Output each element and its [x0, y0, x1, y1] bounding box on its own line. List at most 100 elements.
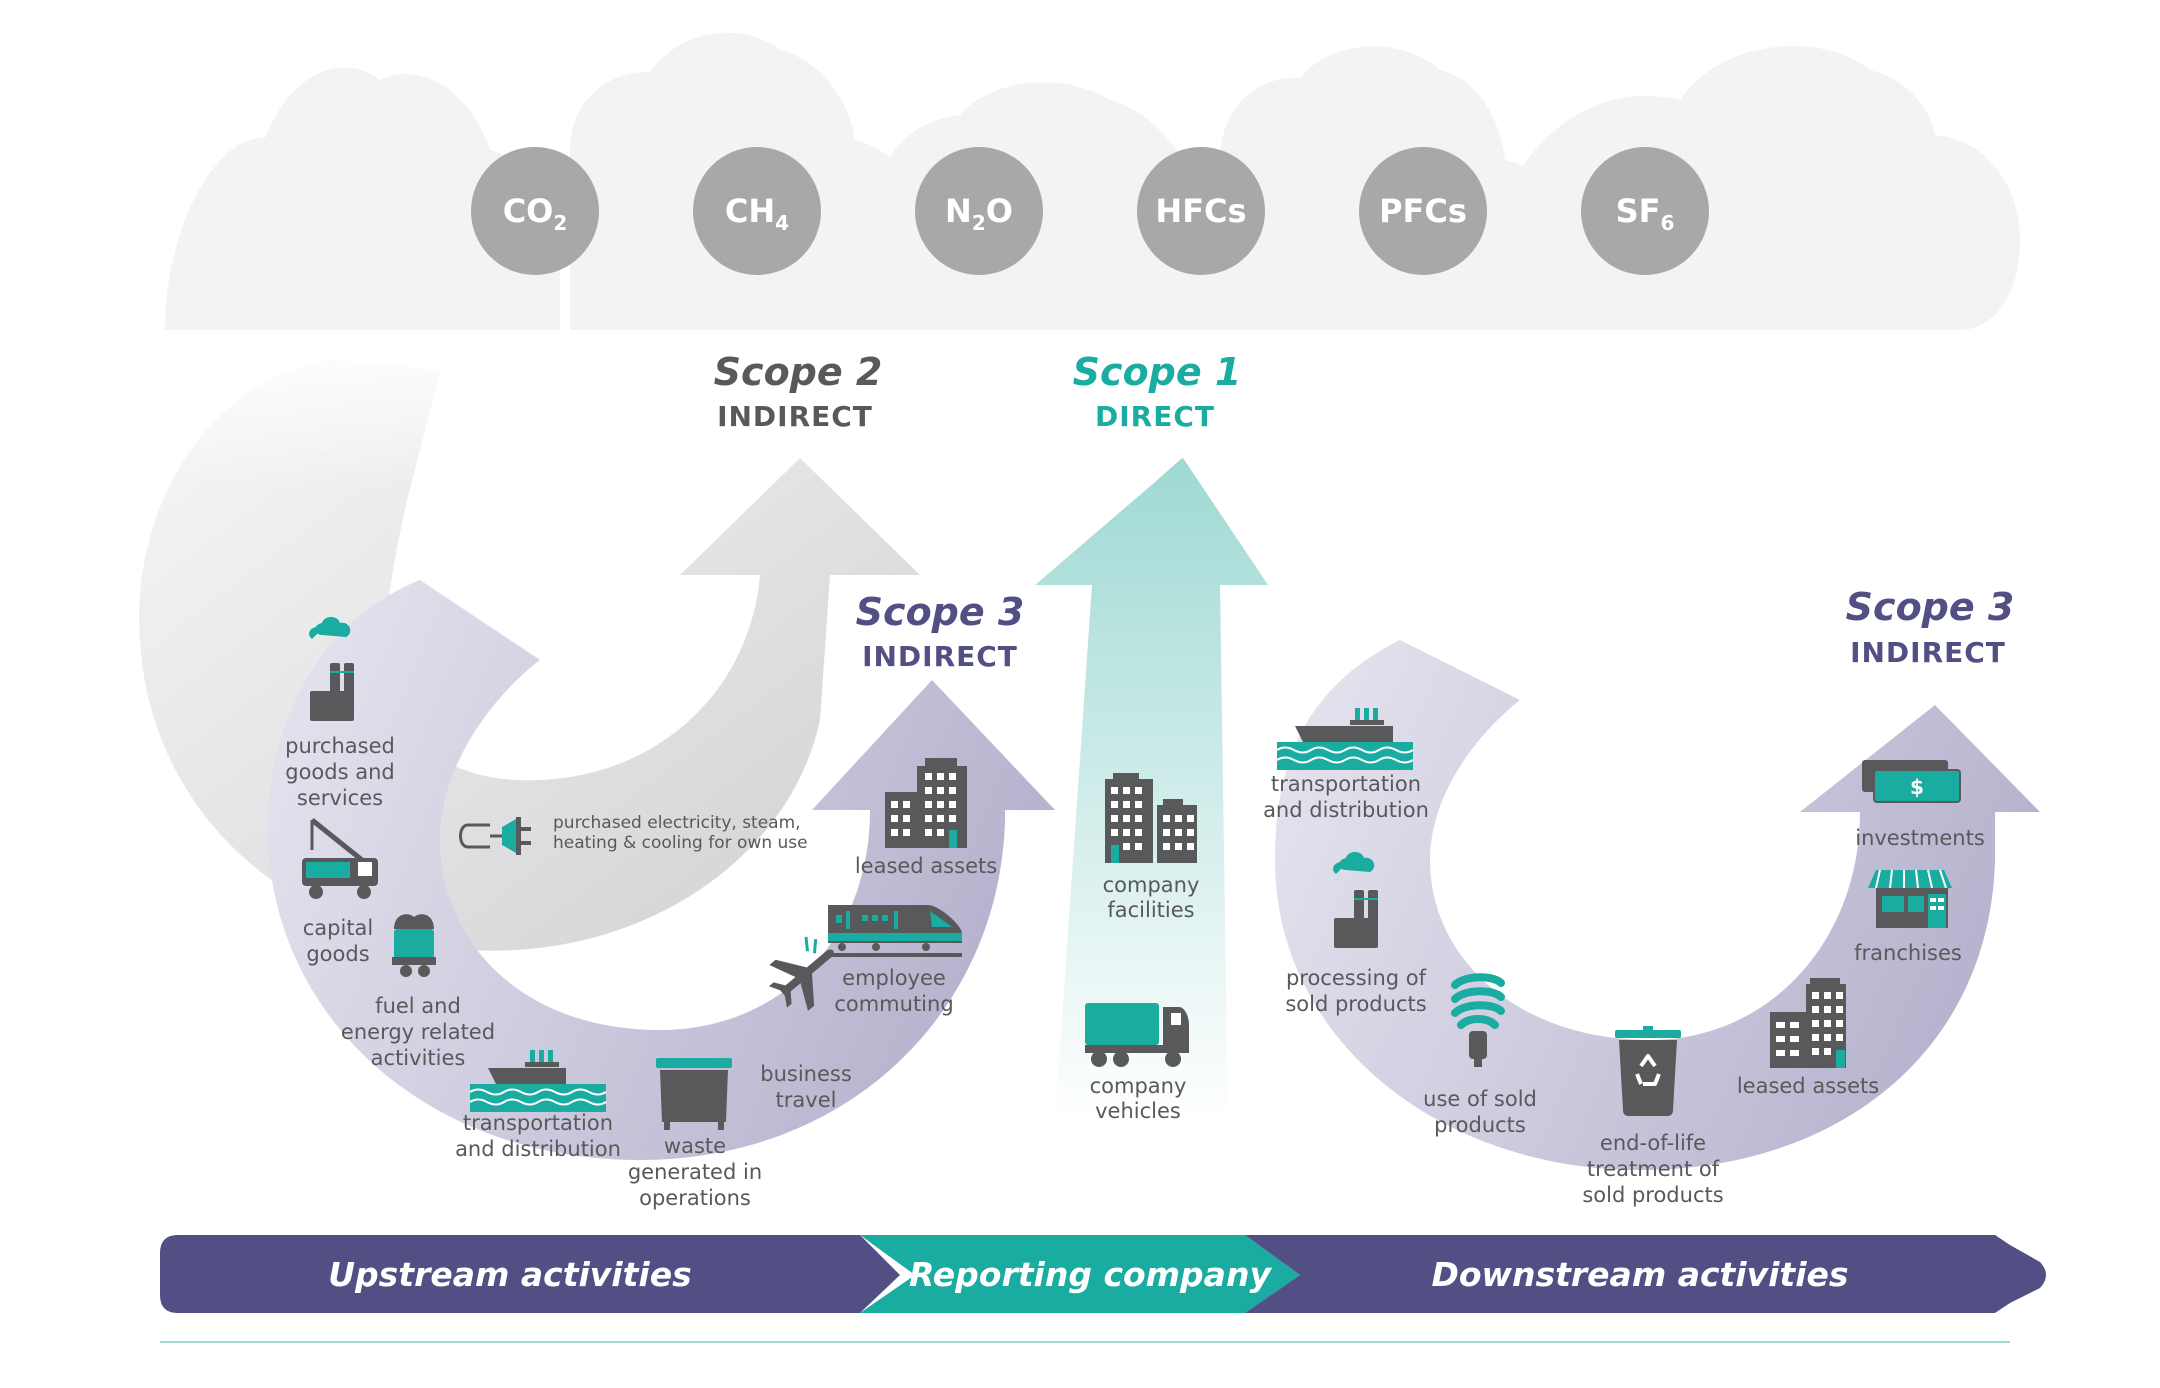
building-icon — [1770, 978, 1846, 1068]
recycle-bin-icon — [1615, 1026, 1681, 1116]
scope3-downstream-title: Scope 3 — [1846, 585, 2015, 629]
factory-icon — [309, 617, 354, 721]
building-icon — [885, 758, 967, 848]
upstream-item-8-line-1: leased assets — [855, 854, 997, 878]
company-item-2-line-2: vehicles — [1095, 1099, 1181, 1123]
cloud-left — [165, 67, 560, 330]
upstream-item-6-line-1: business — [760, 1062, 852, 1086]
scope2-item-line-2: heating & cooling for own use — [553, 833, 808, 853]
gas-label: SF6 — [1616, 192, 1675, 235]
gas-label: PFCs — [1379, 192, 1467, 230]
train-icon — [828, 905, 962, 957]
scope3-upstream-subtitle: INDIRECT — [862, 640, 1018, 673]
downstream-items: transportation and distribution processi… — [1263, 708, 1985, 1207]
scope2-item-line-1: purchased electricity, steam, — [553, 813, 801, 833]
band-upstream-label: Upstream activities — [328, 1255, 691, 1294]
activity-band: Upstream activities Reporting company Do… — [160, 1235, 2046, 1313]
scope2-item: purchased electricity, steam, heating & … — [459, 813, 808, 855]
scope3-upstream-arrow — [268, 580, 1055, 1160]
waste-bin-icon — [656, 1058, 732, 1130]
gas-badge: N2O — [915, 147, 1043, 275]
downstream-item-2-line-2: sold products — [1285, 992, 1426, 1016]
downstream-item-4-line-2: treatment of — [1587, 1157, 1720, 1181]
upstream-items: purchased goods and services capital goo… — [285, 617, 997, 1210]
gas-circle — [693, 147, 821, 275]
scope2-title: Scope 2 — [714, 350, 883, 394]
scope3-upstream-label: Scope 3 INDIRECT — [856, 590, 1025, 673]
gas-circle — [1581, 147, 1709, 275]
downstream-item-1-line-1: transportation — [1271, 772, 1421, 796]
upstream-item-3-line-1: fuel and — [375, 994, 461, 1018]
gas-circle — [471, 147, 599, 275]
scope2-label: Scope 2 INDIRECT — [714, 350, 883, 433]
lightbulb-icon — [1451, 973, 1505, 1067]
gas-label: CO2 — [503, 192, 568, 235]
plug-icon — [459, 817, 531, 855]
scope3-downstream-label: Scope 3 INDIRECT — [1846, 585, 2015, 669]
upstream-item-3-line-3: activities — [371, 1046, 466, 1070]
company-item-1-line-1: company — [1103, 873, 1200, 897]
band-downstream-label: Downstream activities — [1431, 1255, 1848, 1294]
gas-label: CH4 — [725, 192, 789, 235]
ship-icon — [469, 1050, 607, 1112]
scope1-title: Scope 1 — [1073, 350, 1242, 394]
upstream-item-7-line-1: employee — [842, 966, 946, 990]
upstream-item-5-line-3: operations — [639, 1186, 751, 1210]
downstream-item-3-line-1: use of sold — [1423, 1087, 1537, 1111]
gas-badge: CO2 — [471, 147, 599, 275]
storefront-icon — [1868, 869, 1952, 928]
scope2-arrow-fade — [130, 330, 460, 490]
gas-badge: HFCs — [1137, 147, 1265, 275]
gas-circle — [915, 147, 1043, 275]
upstream-item-1-line-3: services — [297, 786, 383, 810]
downstream-item-5-line-1: leased assets — [1737, 1074, 1879, 1098]
company-items: company facilities company vehicles — [1085, 773, 1199, 1123]
upstream-item-2-line-2: goods — [306, 942, 369, 966]
scope1-label: Scope 1 DIRECT — [1073, 350, 1242, 433]
scope3-downstream-arrow — [1275, 640, 2040, 1170]
upstream-item-5-line-1: waste — [664, 1134, 726, 1158]
gas-badge: CH4 — [693, 147, 821, 275]
crane-truck-icon — [302, 818, 378, 899]
upstream-item-2-line-1: capital — [303, 916, 374, 940]
downstream-item-1-line-2: and distribution — [1263, 798, 1429, 822]
upstream-item-4-line-1: transportation — [463, 1111, 613, 1135]
gas-badge: PFCs — [1359, 147, 1487, 275]
ship-icon — [1276, 708, 1414, 770]
money-icon: $ — [1862, 760, 1961, 803]
emissions-cloud — [165, 32, 2020, 331]
scope3-downstream-subtitle: INDIRECT — [1850, 636, 2006, 669]
scope3-upstream-title: Scope 3 — [856, 590, 1025, 634]
money-symbol: $ — [1910, 775, 1924, 799]
downstream-item-4-line-1: end-of-life — [1600, 1131, 1706, 1155]
gas-circle — [1137, 147, 1265, 275]
band-reporting-label: Reporting company — [909, 1255, 1272, 1294]
scope1-subtitle: DIRECT — [1095, 400, 1215, 433]
downstream-item-7-line-1: investments — [1855, 826, 1985, 850]
upstream-item-7-line-2: commuting — [834, 992, 953, 1016]
gas-circle — [1359, 147, 1487, 275]
band-downstream — [1245, 1235, 2046, 1313]
band-reporting — [860, 1235, 1300, 1313]
factory-icon — [1333, 852, 1378, 948]
truck-icon — [1085, 1003, 1189, 1067]
gas-label: N2O — [945, 192, 1013, 235]
building-icon — [1105, 773, 1197, 863]
company-item-1-line-2: facilities — [1107, 898, 1194, 922]
upstream-item-1-line-2: goods and — [285, 760, 394, 784]
band-upstream — [160, 1235, 900, 1313]
downstream-item-4-line-3: sold products — [1582, 1183, 1723, 1207]
upstream-item-4-line-2: and distribution — [455, 1137, 621, 1161]
coal-cart-icon — [392, 914, 436, 977]
downstream-item-6-line-1: franchises — [1854, 941, 1962, 965]
upstream-item-3-line-2: energy related — [341, 1020, 495, 1044]
gas-badge: SF6 — [1581, 147, 1709, 275]
downstream-item-3-line-2: products — [1434, 1113, 1526, 1137]
scope2-subtitle: INDIRECT — [717, 400, 873, 433]
upstream-item-6-line-2: travel — [776, 1088, 837, 1112]
airplane-icon — [768, 936, 834, 1011]
upstream-item-5-line-2: generated in — [628, 1160, 762, 1184]
upstream-item-1-line-1: purchased — [285, 734, 395, 758]
gas-list: CO2 CH4 N2O HFCs PFCs SF6 — [471, 147, 1709, 275]
